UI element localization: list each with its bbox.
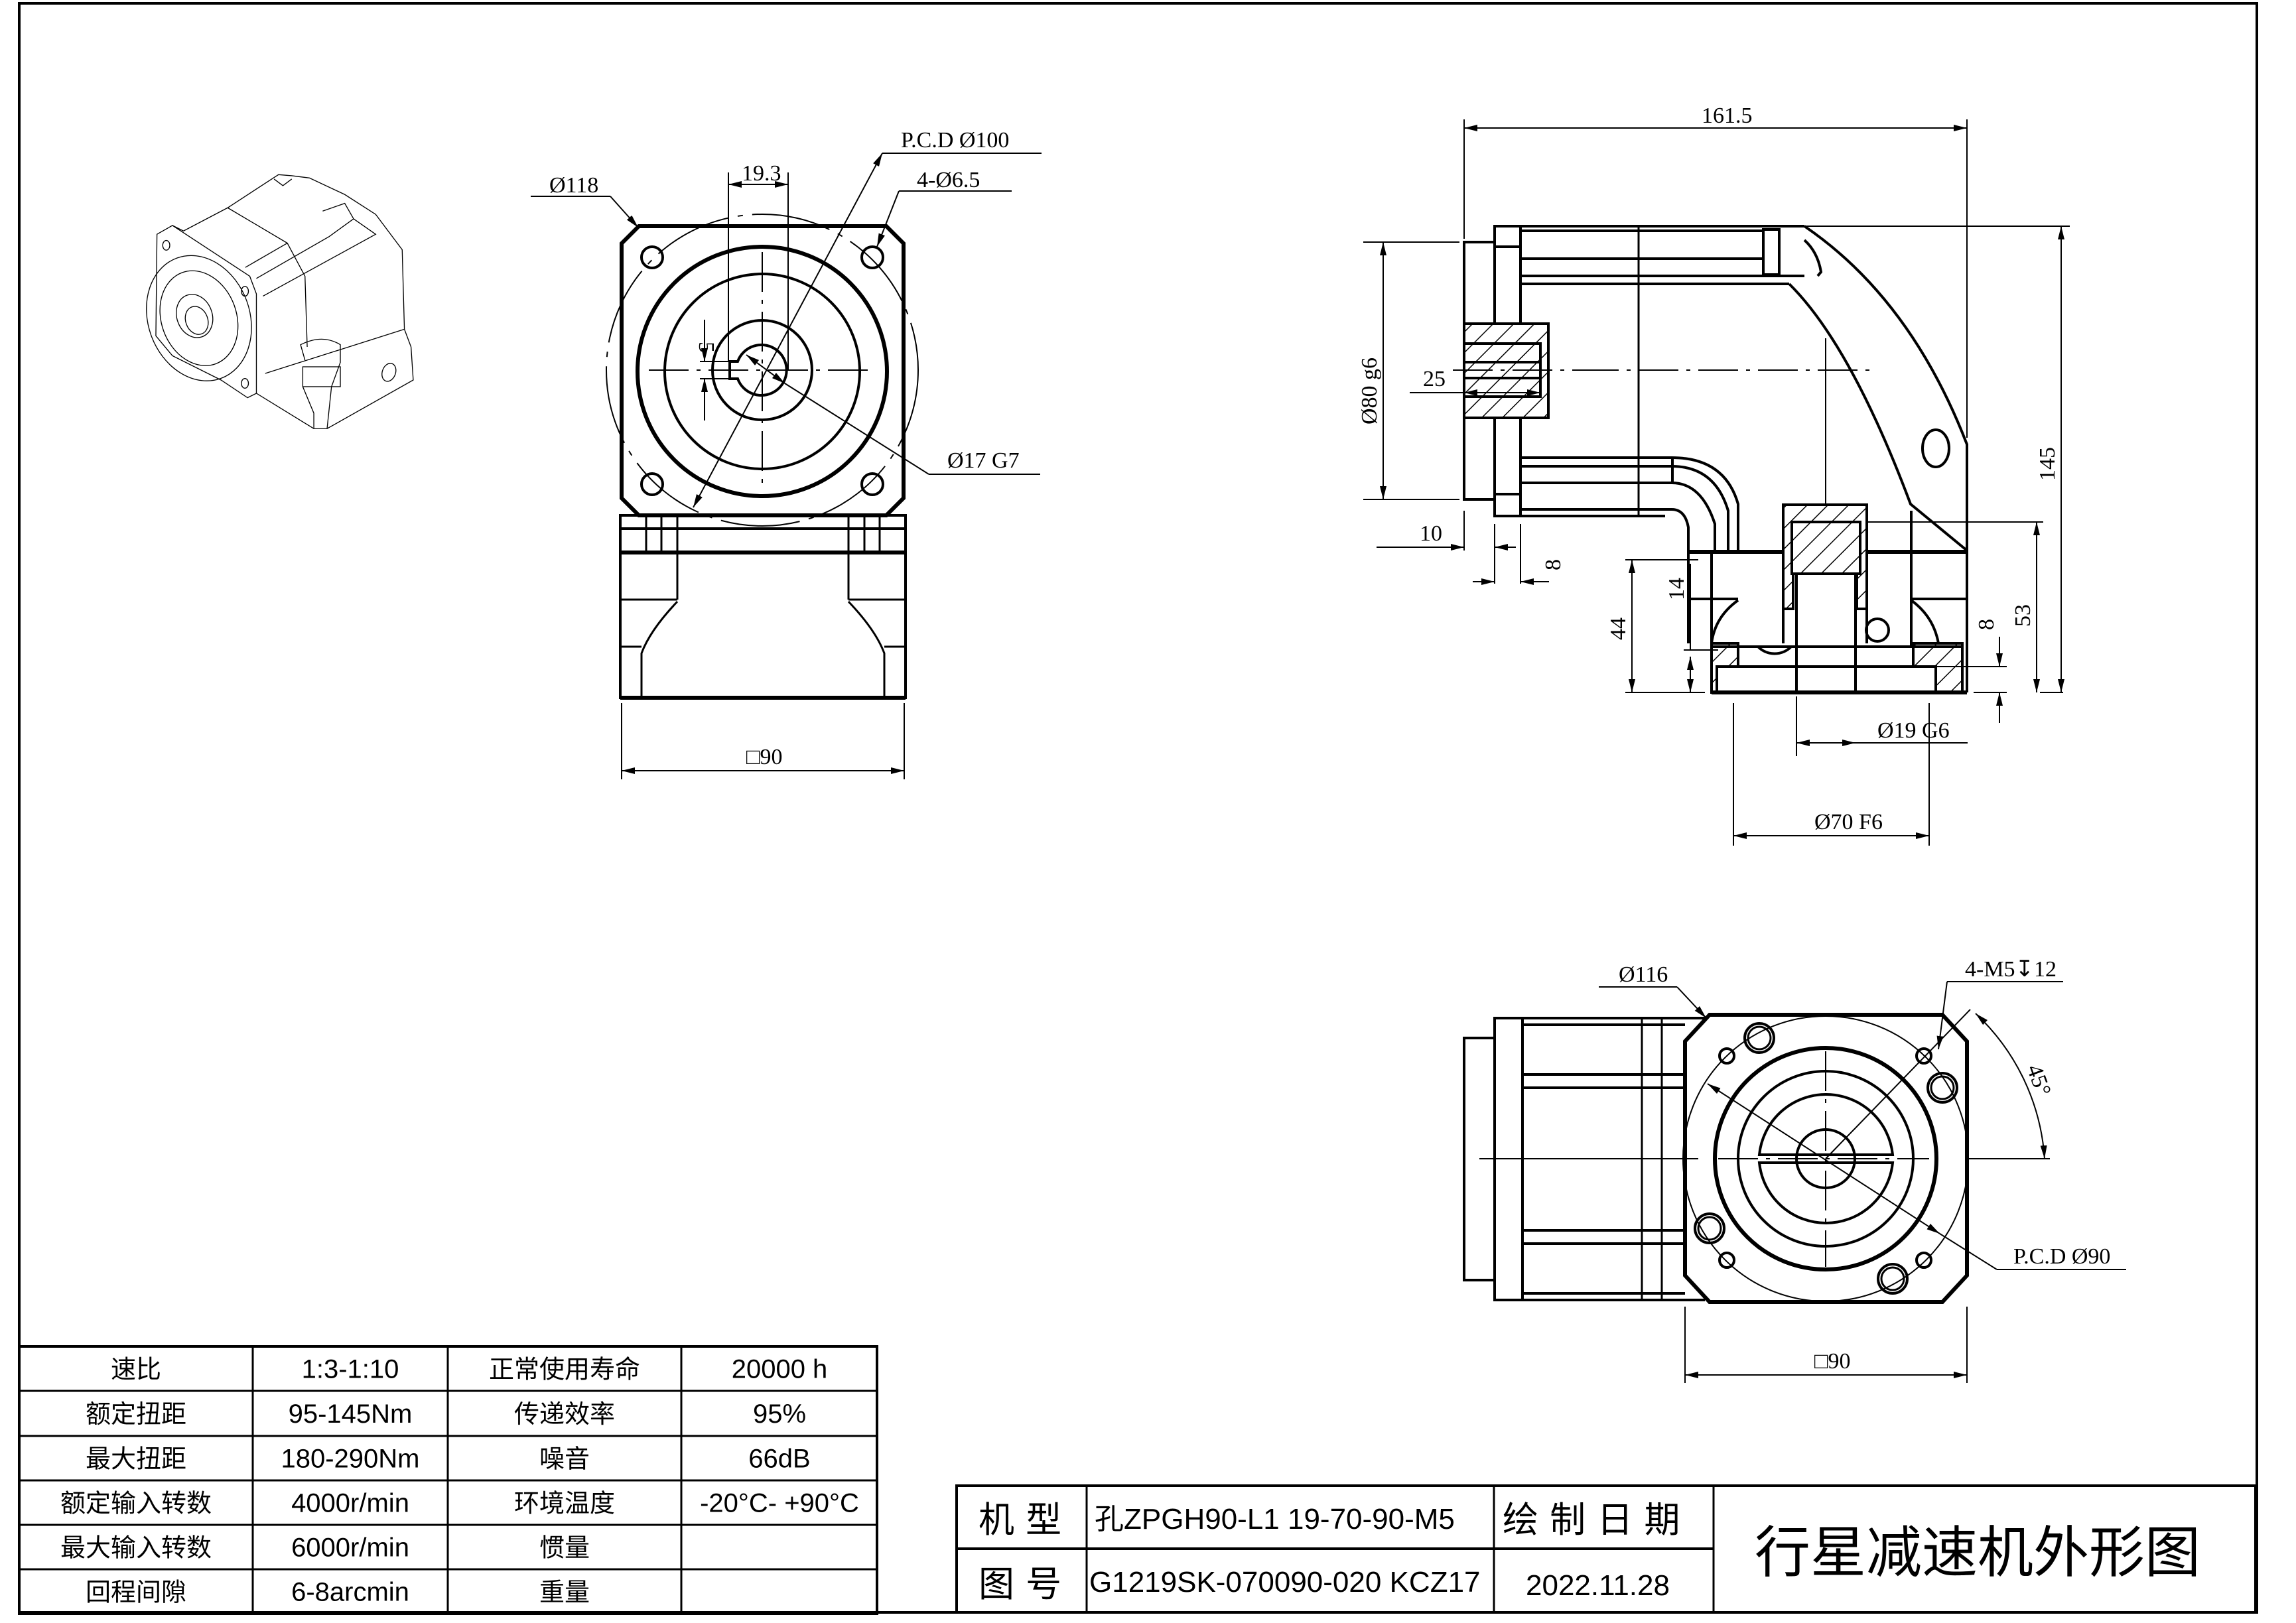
bottom-view: P.C.D Ø90 Ø116 4-M5↧12 45° □90	[1463, 957, 2126, 1383]
pcd-label: P.C.D Ø100	[901, 128, 1009, 153]
date-value: 2022.11.28	[1526, 1569, 1670, 1602]
spec-cell-label1: 最大扭距	[86, 1445, 186, 1474]
dim-10-label: 10	[1420, 521, 1442, 546]
spec-cell-label2: 正常使用寿命	[489, 1355, 640, 1384]
spec-table: 速比 1:3-1:10 正常使用寿命 20000 h 额定扭距 95-145Nm 传递效率 9…	[18, 1345, 878, 1615]
spec-cell-label2: 重量	[539, 1578, 590, 1607]
overall-length-label: 161.5	[1702, 103, 1753, 128]
spec-cell-label2: 传递效率	[514, 1399, 615, 1429]
bottom-square-label: □90	[1814, 1349, 1851, 1374]
front-view: Ø118 19.3 5 P.C.D Ø100 4-Ø6.5 Ø17 G7 □90	[531, 128, 1042, 779]
spec-cell-value2: 95%	[753, 1399, 806, 1429]
key-height-label: 5	[694, 342, 718, 353]
angle-label: 45°	[2021, 1061, 2055, 1099]
side-view: 161.5 Ø80 g6 25 10 8 44 14	[1357, 103, 2070, 846]
spec-cell-value2: 66dB	[748, 1445, 810, 1474]
square-label: □90	[746, 745, 783, 769]
flange-diameter-label: Ø118	[549, 173, 598, 198]
spec-cell-value2: -20°C- +90°C	[700, 1489, 859, 1518]
bottom-pcd-label: P.C.D Ø90	[2013, 1244, 2110, 1269]
dim-14-label: 14	[1664, 578, 1689, 600]
spec-cell-label2: 惯量	[539, 1533, 590, 1563]
title-block: 机 型 孔ZPGH90-L1 19-70-90-M5 图 号 G1219SK-0…	[955, 1484, 2257, 1614]
spec-cell-value2: 20000 h	[732, 1355, 828, 1384]
drawing-no-label: 图 号	[979, 1563, 1061, 1605]
output-pilot-label: Ø70 F6	[1814, 810, 1883, 834]
key-width-label: 19.3	[742, 161, 781, 186]
spec-cell-label2: 噪音	[539, 1445, 590, 1474]
spec-cell-value1: 4000r/min	[291, 1489, 409, 1518]
dim-53-label: 53	[2011, 604, 2035, 627]
spec-cell-value1: 6000r/min	[291, 1533, 409, 1563]
output-bore-label: Ø19 G6	[1877, 718, 1950, 743]
drawing-no-value: G1219SK-070090-020 KCZ17	[1089, 1566, 1481, 1598]
pilot-label: Ø80 g6	[1357, 357, 1382, 424]
model-label: 机 型	[979, 1499, 1061, 1541]
tapped-holes	[1718, 1047, 1932, 1269]
spec-cell-value1: 95-145Nm	[289, 1399, 413, 1429]
tapped-holes-label: 4-M5↧12	[1965, 957, 2057, 982]
spec-cell-value1: 180-290Nm	[281, 1445, 419, 1474]
spec-cell-value1: 6-8arcmin	[291, 1578, 409, 1607]
spec-cell-label1: 额定扭距	[86, 1399, 186, 1429]
bottom-flange-label: Ø116	[1619, 962, 1668, 987]
isometric-view	[146, 174, 414, 429]
drawing-title: 行星减速机外形图	[1755, 1520, 2200, 1585]
spec-cell-label1: 速比	[111, 1355, 161, 1384]
date-label: 绘 制 日 期	[1503, 1499, 1680, 1541]
dim-8b-label: 8	[1974, 619, 1999, 630]
spec-cell-label1: 最大输入转数	[60, 1533, 212, 1563]
holes-label: 4-Ø6.5	[917, 168, 980, 192]
dim-8a-label: 8	[1541, 559, 1566, 570]
dim-44-label: 44	[1606, 617, 1631, 640]
height-label: 145	[2035, 447, 2060, 481]
bore-label: Ø17 G7	[947, 448, 1020, 473]
spec-cell-value1: 1:3-1:10	[302, 1355, 399, 1384]
shaft-depth-label: 25	[1423, 367, 1446, 391]
spec-cell-label2: 环境温度	[514, 1489, 615, 1518]
spec-cell-label1: 额定输入转数	[60, 1489, 212, 1518]
model-value: 孔ZPGH90-L1 19-70-90-M5	[1095, 1503, 1455, 1535]
spec-cell-label1: 回程间隙	[86, 1578, 186, 1607]
